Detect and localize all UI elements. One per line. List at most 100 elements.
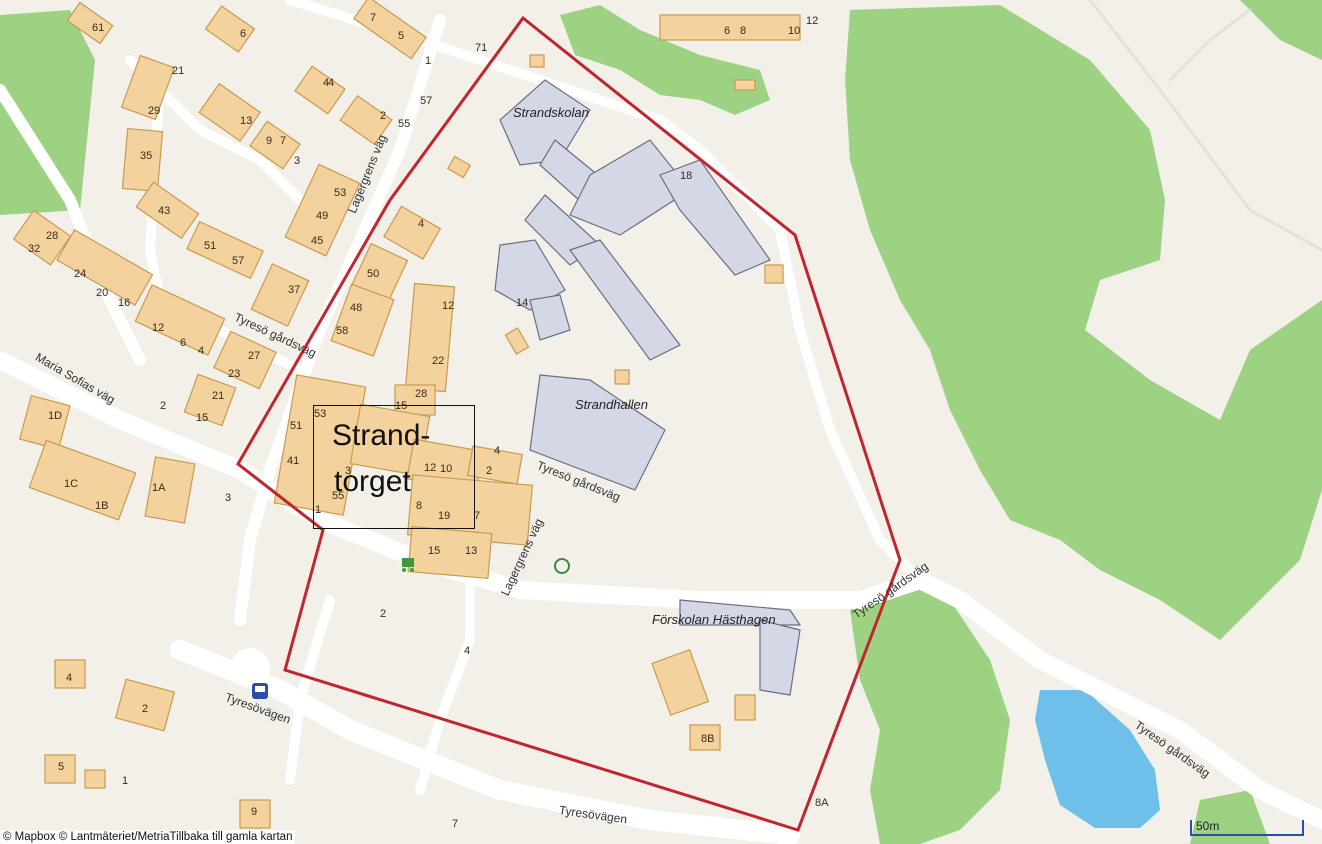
- house-number: 8A: [815, 797, 829, 809]
- house-number: 6: [240, 28, 247, 40]
- house-number: 23: [228, 368, 241, 380]
- house-number: 57: [420, 95, 433, 107]
- poi-label-strandhallen: Strandhallen: [575, 397, 648, 412]
- house-number: 61: [92, 22, 105, 34]
- house-number: 4: [328, 77, 335, 89]
- house-number: 1B: [95, 500, 109, 512]
- house-number: 1D: [48, 410, 63, 422]
- house-number: 48: [350, 302, 363, 314]
- house-number: 24: [74, 268, 87, 280]
- house-number: 12: [442, 300, 455, 312]
- house-number: 51: [290, 420, 303, 432]
- house-number: 1A: [152, 482, 166, 494]
- house-number: 37: [288, 284, 301, 296]
- back-to-old-map-link[interactable]: Tillbaka till gamla kartan: [169, 831, 293, 843]
- house-number: 2: [142, 703, 149, 715]
- map-attribution: © Mapbox © Lantmäteriet/MetriaTillbaka t…: [0, 830, 296, 844]
- house-number: 16: [118, 297, 131, 309]
- house-number: 2: [380, 608, 387, 620]
- house-number: 57: [232, 255, 245, 267]
- planning-boundary: [236, 15, 902, 832]
- house-number: 1: [122, 775, 129, 787]
- recycling-icon: [554, 558, 570, 574]
- house-number: 41: [287, 455, 300, 467]
- house-number: 8: [416, 500, 423, 512]
- house-number: 6: [724, 25, 731, 37]
- house-number: 5: [398, 30, 405, 42]
- house-number: 27: [248, 350, 261, 362]
- house-number: 19: [438, 510, 451, 522]
- house-number: 32: [28, 243, 41, 255]
- house-number: 53: [314, 408, 327, 420]
- bus-stop-icon: [252, 683, 268, 699]
- house-number: 51: [204, 240, 217, 252]
- forest-area: [1190, 790, 1270, 844]
- forest-area: [1240, 0, 1322, 60]
- forest-area: [0, 10, 95, 215]
- house-number: 14: [516, 297, 529, 309]
- house-number: 10: [440, 463, 453, 475]
- house-number: 7: [452, 818, 459, 830]
- house-number: 4: [66, 672, 73, 684]
- house-number: 9: [266, 135, 273, 147]
- house-number: 15: [395, 400, 408, 412]
- house-number: 9: [251, 806, 258, 818]
- house-number: 15: [428, 545, 441, 557]
- house-number: 2: [486, 465, 493, 477]
- house-number: 4: [494, 445, 501, 457]
- house-number: 18: [680, 170, 693, 182]
- house-number: 2: [380, 110, 387, 122]
- lake: [1035, 690, 1160, 828]
- house-number: 45: [311, 235, 324, 247]
- house-number: 7: [280, 135, 287, 147]
- house-number: 12: [806, 15, 819, 27]
- house-number: 6: [180, 337, 187, 349]
- house-number: 12: [152, 322, 165, 334]
- house-number: 28: [415, 388, 428, 400]
- house-number: 20: [96, 287, 109, 299]
- house-number: 3: [225, 492, 232, 504]
- house-number: 50: [367, 268, 380, 280]
- house-number: 4: [323, 77, 330, 89]
- house-number: 22: [432, 355, 445, 367]
- house-number: 35: [140, 150, 153, 162]
- strandtorget-label-line2: torget: [334, 465, 411, 498]
- house-number: 29: [148, 105, 161, 117]
- school-buildings: [494, 79, 802, 696]
- house-number: 4: [418, 218, 425, 230]
- house-number: 1: [425, 55, 432, 67]
- house-number: 53: [334, 187, 347, 199]
- strandtorget-highlight-box: Strand- torget: [313, 405, 475, 529]
- house-number: 8: [740, 25, 747, 37]
- house-number: 3: [345, 465, 352, 477]
- house-number: 1C: [64, 478, 79, 490]
- house-number: 7: [370, 12, 377, 24]
- house-number: 13: [465, 545, 478, 557]
- house-number: 5: [58, 761, 65, 773]
- house-number: 28: [46, 230, 59, 242]
- house-number: 43: [158, 205, 171, 217]
- attribution-lantmateriet: © Lantmäteriet/Metria: [58, 831, 170, 843]
- attribution-mapbox: © Mapbox: [3, 831, 56, 843]
- residential-buildings: [12, 0, 801, 829]
- house-number: 4: [198, 345, 205, 357]
- house-number: 49: [316, 210, 329, 222]
- house-number: 13: [240, 115, 253, 127]
- house-number: 21: [212, 390, 225, 402]
- house-number: 10: [788, 25, 801, 37]
- house-number: 8B: [701, 733, 715, 745]
- house-number: 7: [474, 510, 481, 522]
- house-number: 55: [398, 118, 411, 130]
- forest-area: [850, 580, 1010, 844]
- strandtorget-label-line1: Strand-: [332, 419, 431, 452]
- forest-area: [845, 5, 1322, 640]
- house-number: 4: [464, 645, 471, 657]
- house-number: 2: [160, 400, 167, 412]
- house-number: 71: [475, 42, 488, 54]
- scale-bar: 50m: [1190, 819, 1304, 836]
- house-number: 15: [196, 412, 209, 424]
- house-number: 1: [315, 504, 322, 516]
- house-number: 55: [332, 490, 345, 502]
